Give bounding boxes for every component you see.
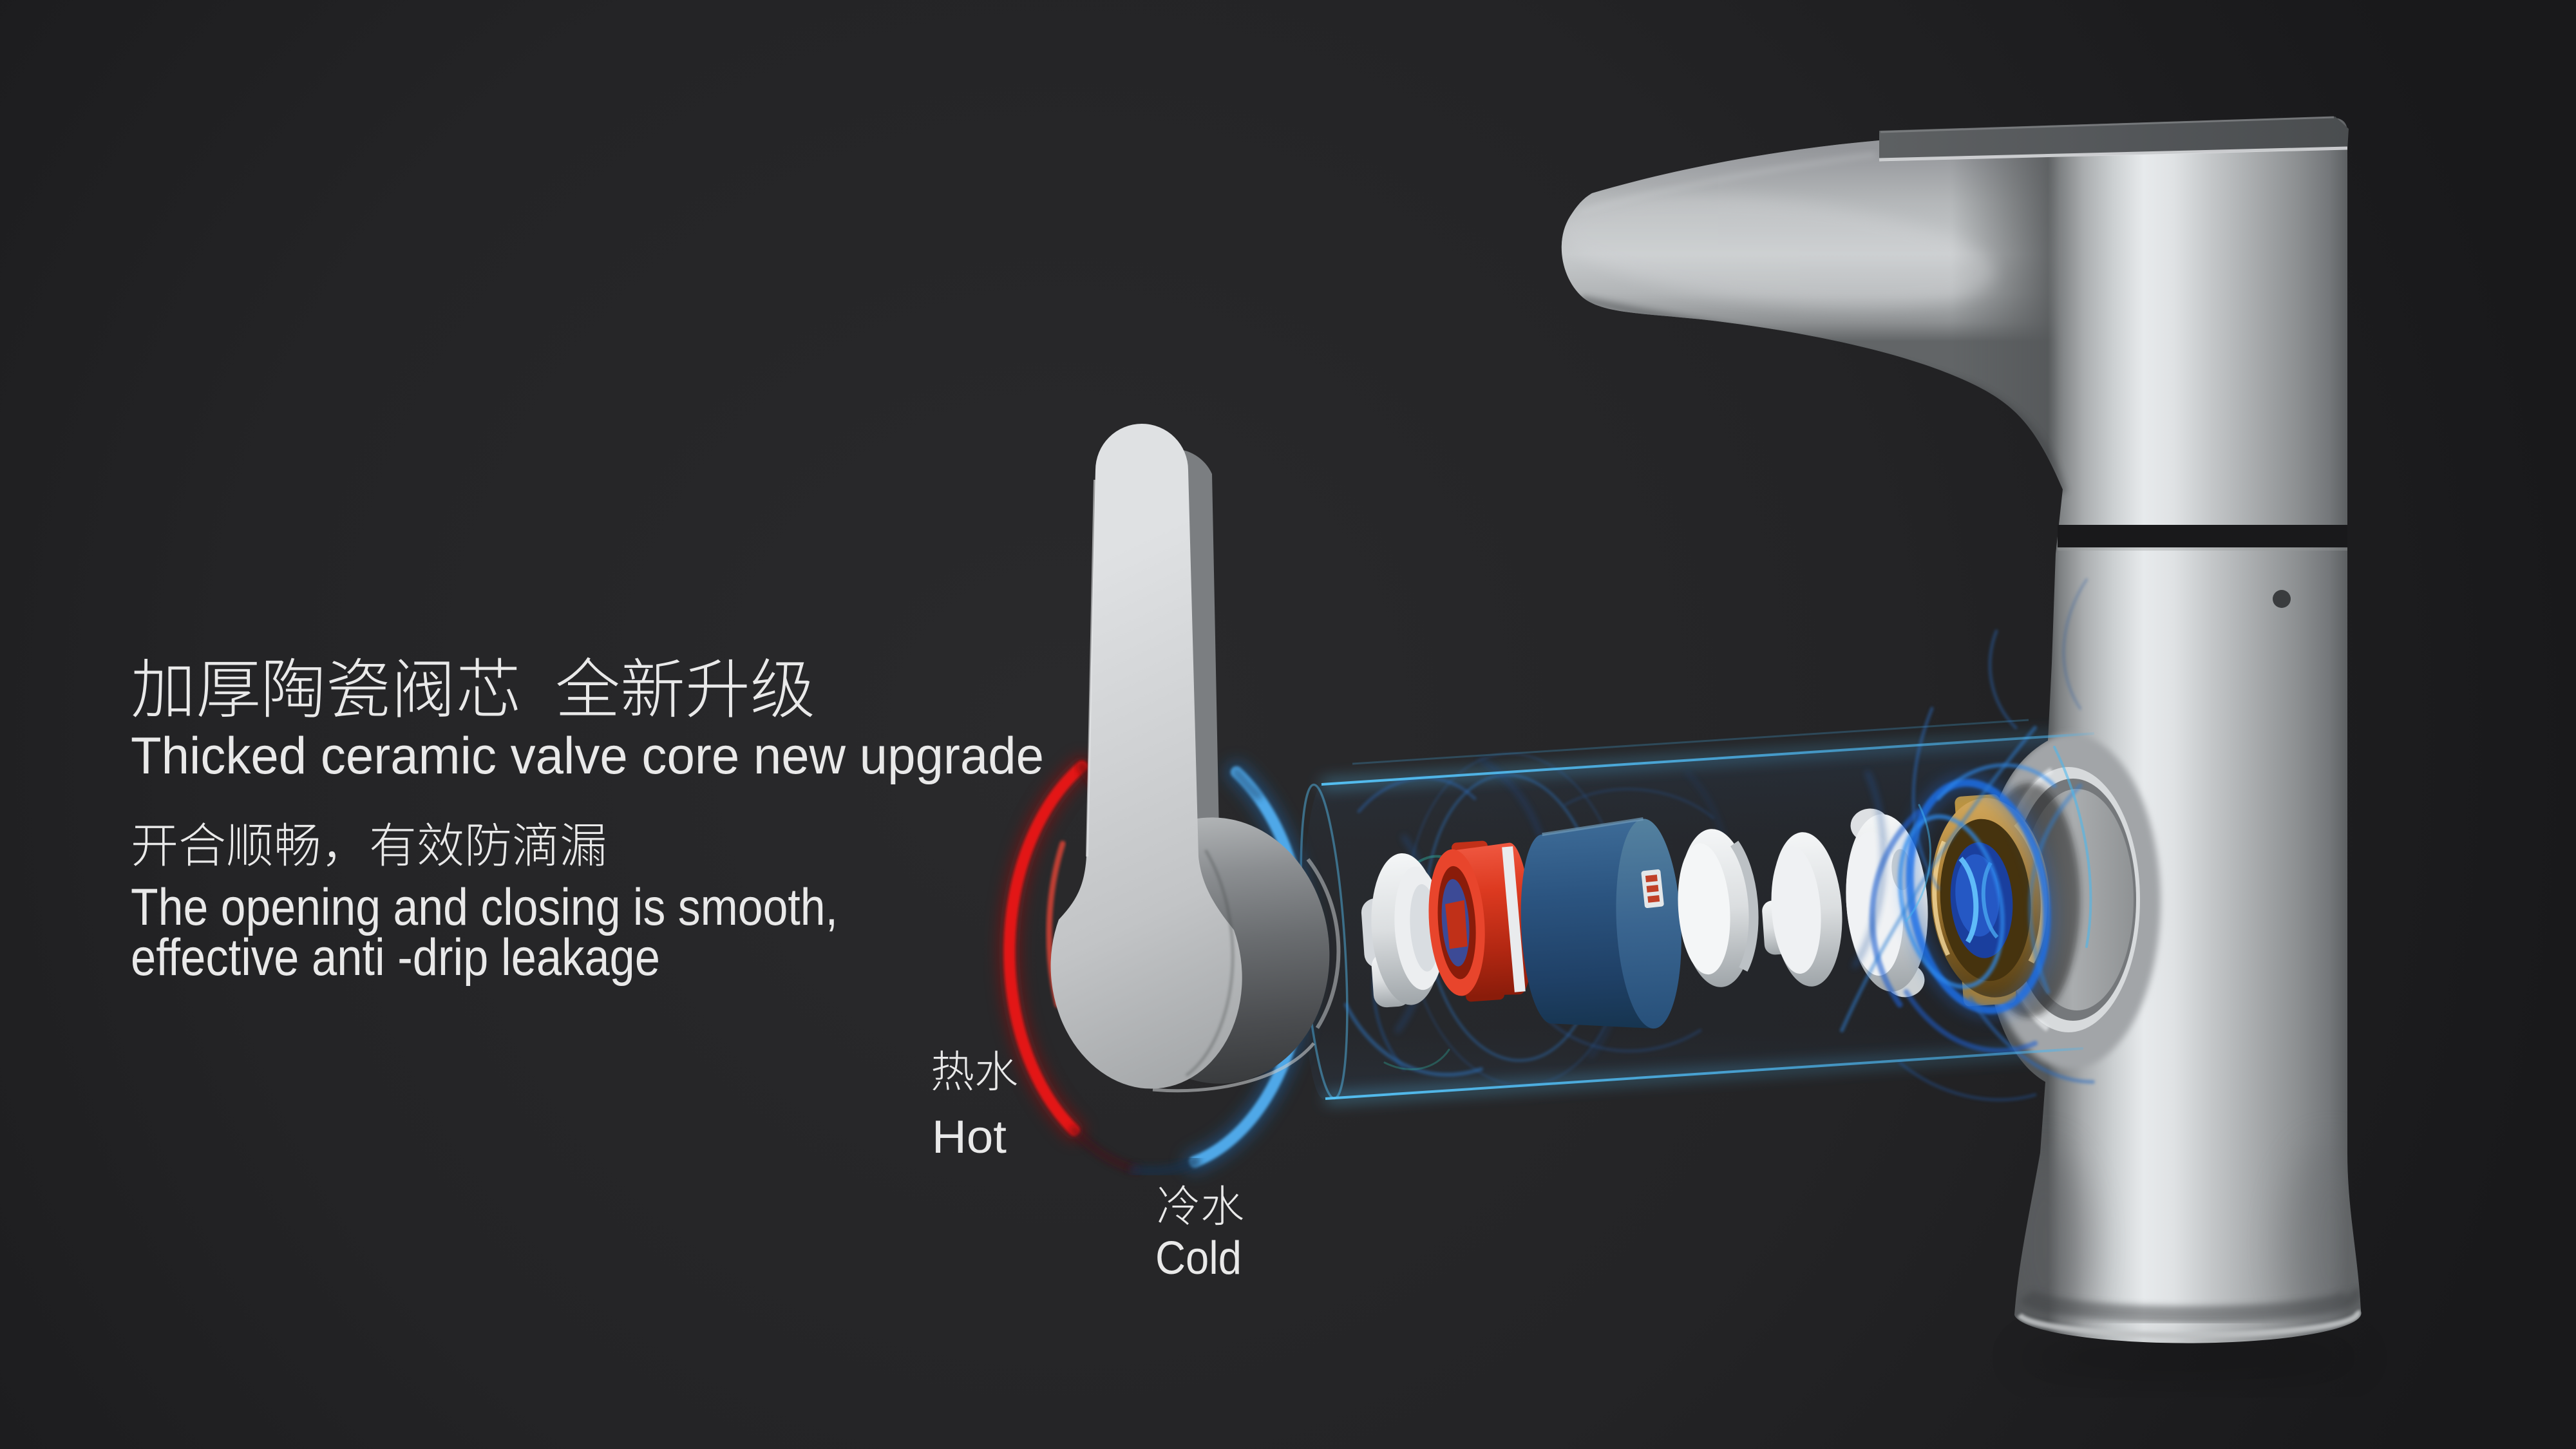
svg-text:Cold: Cold <box>1155 1233 1242 1284</box>
svg-text:Hot: Hot <box>932 1112 1007 1163</box>
svg-text:Thicked ceramic valve core new: Thicked ceramic valve core new upgrade <box>131 727 1044 785</box>
svg-text:effective anti -drip leakage: effective anti -drip leakage <box>131 929 660 987</box>
svg-text:The opening and closing is smo: The opening and closing is smooth, <box>131 878 838 936</box>
